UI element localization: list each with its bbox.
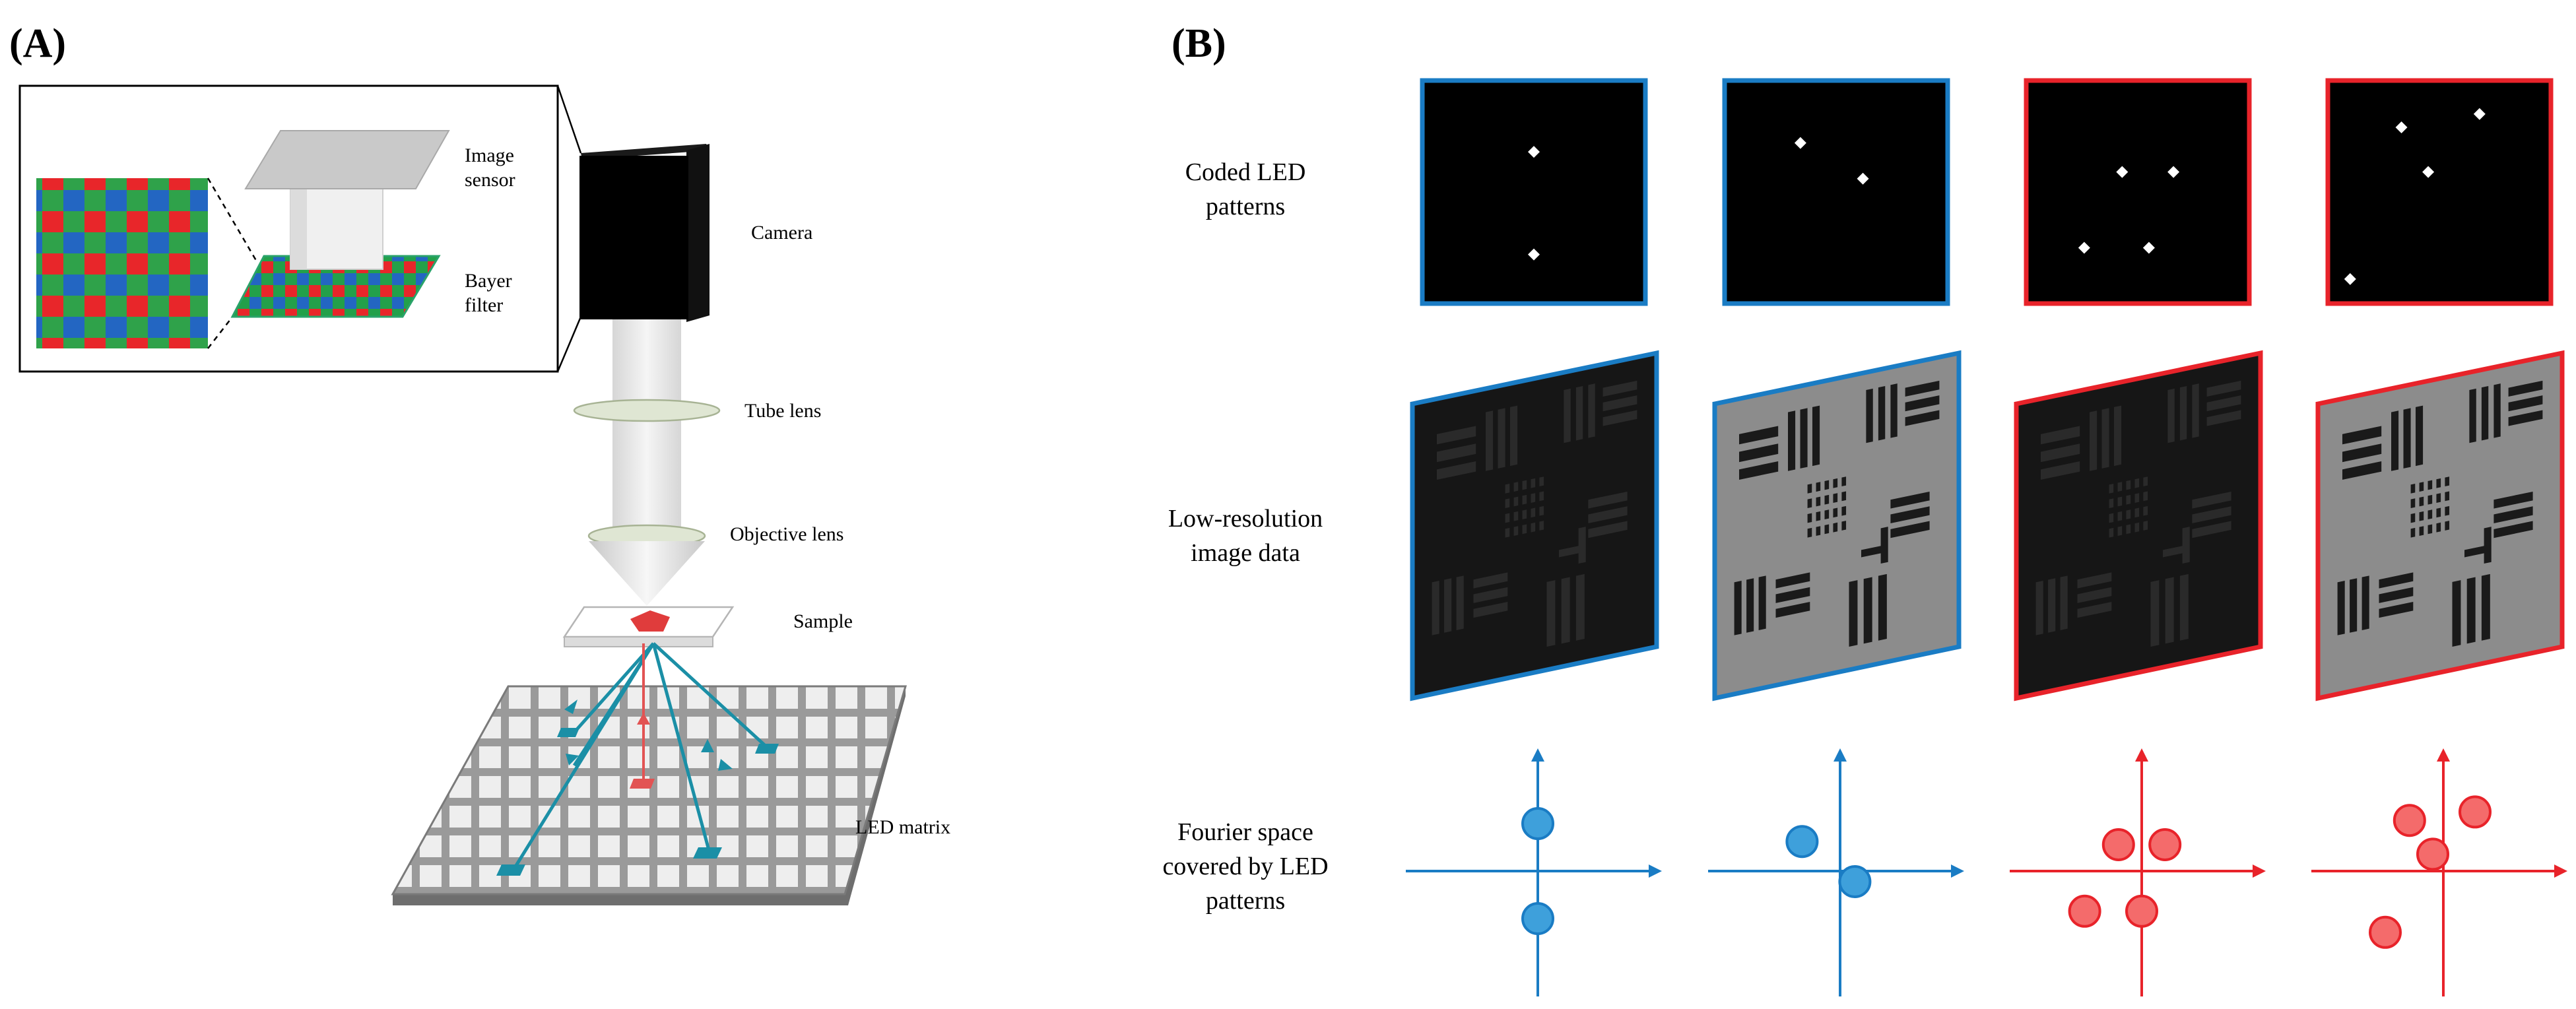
image-sensor-plane (244, 130, 450, 189)
row-label-fourier-1: Fourier space (1177, 818, 1313, 846)
resolution-target-2 (1734, 380, 1940, 647)
lit-leds (496, 728, 779, 876)
center-ray-arrowhead (637, 713, 650, 725)
camera-body-side (686, 144, 710, 322)
fourier-circle (1521, 807, 1554, 840)
row-label-images-2: image data (1191, 539, 1300, 567)
led-dot (1528, 146, 1540, 158)
row-label-patterns-2: patterns (1206, 193, 1285, 220)
zoom-line-top (556, 85, 582, 154)
led-dot (1857, 172, 1869, 185)
image-sensor-label-1: Image (465, 145, 514, 166)
led-dot (2167, 166, 2180, 178)
resolution-target-4 (2337, 380, 2543, 647)
column-2 (1708, 78, 1964, 996)
row-label-fourier-2: covered by LED (1162, 853, 1328, 880)
led-dot (2422, 166, 2435, 178)
fourier-circle (2101, 828, 2135, 861)
fourier-circle (2068, 894, 2101, 928)
lit-led-center (630, 779, 655, 789)
bayer-filter-square (36, 178, 208, 348)
sample-label: Sample (793, 610, 853, 632)
led-pattern-2 (1722, 78, 1950, 306)
tube-lens-label: Tube lens (744, 400, 821, 422)
led-dot (2395, 121, 2408, 133)
fourier-circle (2459, 795, 2492, 829)
led-dot (2473, 108, 2486, 120)
ray-arrowheads (564, 700, 733, 771)
row-label-patterns: Coded LED patterns (1185, 158, 1306, 220)
objective-lens-label: Objective lens (730, 523, 843, 545)
led-dot (2344, 273, 2356, 285)
illumination-rays (512, 642, 770, 871)
fourier-circle (2148, 828, 2182, 861)
fourier-axes-4 (2311, 748, 2567, 996)
zoom-line-bottom (556, 316, 582, 372)
objective-cone (589, 541, 705, 606)
optical-tube (612, 317, 681, 564)
column-1 (1406, 78, 1662, 996)
image-sensor-label-2: sensor (465, 169, 515, 191)
sample-specimen (630, 610, 670, 632)
panel-a-label: (A) (9, 21, 66, 66)
column-4 (2311, 78, 2567, 996)
led-dot (1528, 248, 1540, 261)
camera-label: Camera (751, 222, 812, 244)
camera-body-front (579, 156, 688, 319)
fourier-circle (1838, 865, 1872, 898)
row-label-images-1: Low-resolution (1168, 505, 1323, 533)
bayer-filter-label-1: Bayer (465, 270, 512, 292)
bayer-dashed-line-top (207, 178, 259, 263)
panel-b-label: (B) (1172, 21, 1226, 66)
fourier-axes-1 (1406, 748, 1662, 996)
led-matrix-board (391, 685, 908, 895)
tube-lens (573, 399, 721, 422)
fourier-axes-3 (2010, 748, 2266, 996)
resolution-target-1 (1432, 380, 1637, 647)
led-pattern-3 (2024, 78, 2252, 306)
row-label-patterns-1: Coded LED (1185, 158, 1306, 186)
fourier-circle (2393, 804, 2426, 837)
led-pattern-1 (1420, 78, 1648, 306)
fourier-circle (2369, 915, 2402, 949)
led-matrix-label: LED matrix (855, 816, 950, 838)
led-dot (1794, 137, 1806, 149)
resolution-target-3 (2035, 380, 2241, 647)
led-dot (2116, 166, 2129, 178)
row-label-fourier: Fourier space covered by LED patterns (1162, 818, 1328, 915)
fourier-axes-2 (1708, 748, 1964, 996)
sample-slide-side (564, 636, 713, 647)
sensor-block-shade (290, 188, 307, 269)
fourier-circle (1785, 825, 1819, 859)
led-pattern-4 (2325, 78, 2554, 306)
led-dot (2078, 242, 2090, 254)
row-label-fourier-3: patterns (1206, 887, 1285, 915)
fourier-circle (1521, 902, 1554, 935)
fourier-circle (2416, 837, 2449, 871)
column-3 (2010, 78, 2266, 996)
led-dot (2142, 242, 2155, 254)
row-label-images: Low-resolution image data (1168, 505, 1323, 567)
panel-b-columns (1406, 78, 2567, 996)
bayer-filter-label-2: filter (465, 294, 503, 316)
fourier-circle (2125, 894, 2158, 928)
